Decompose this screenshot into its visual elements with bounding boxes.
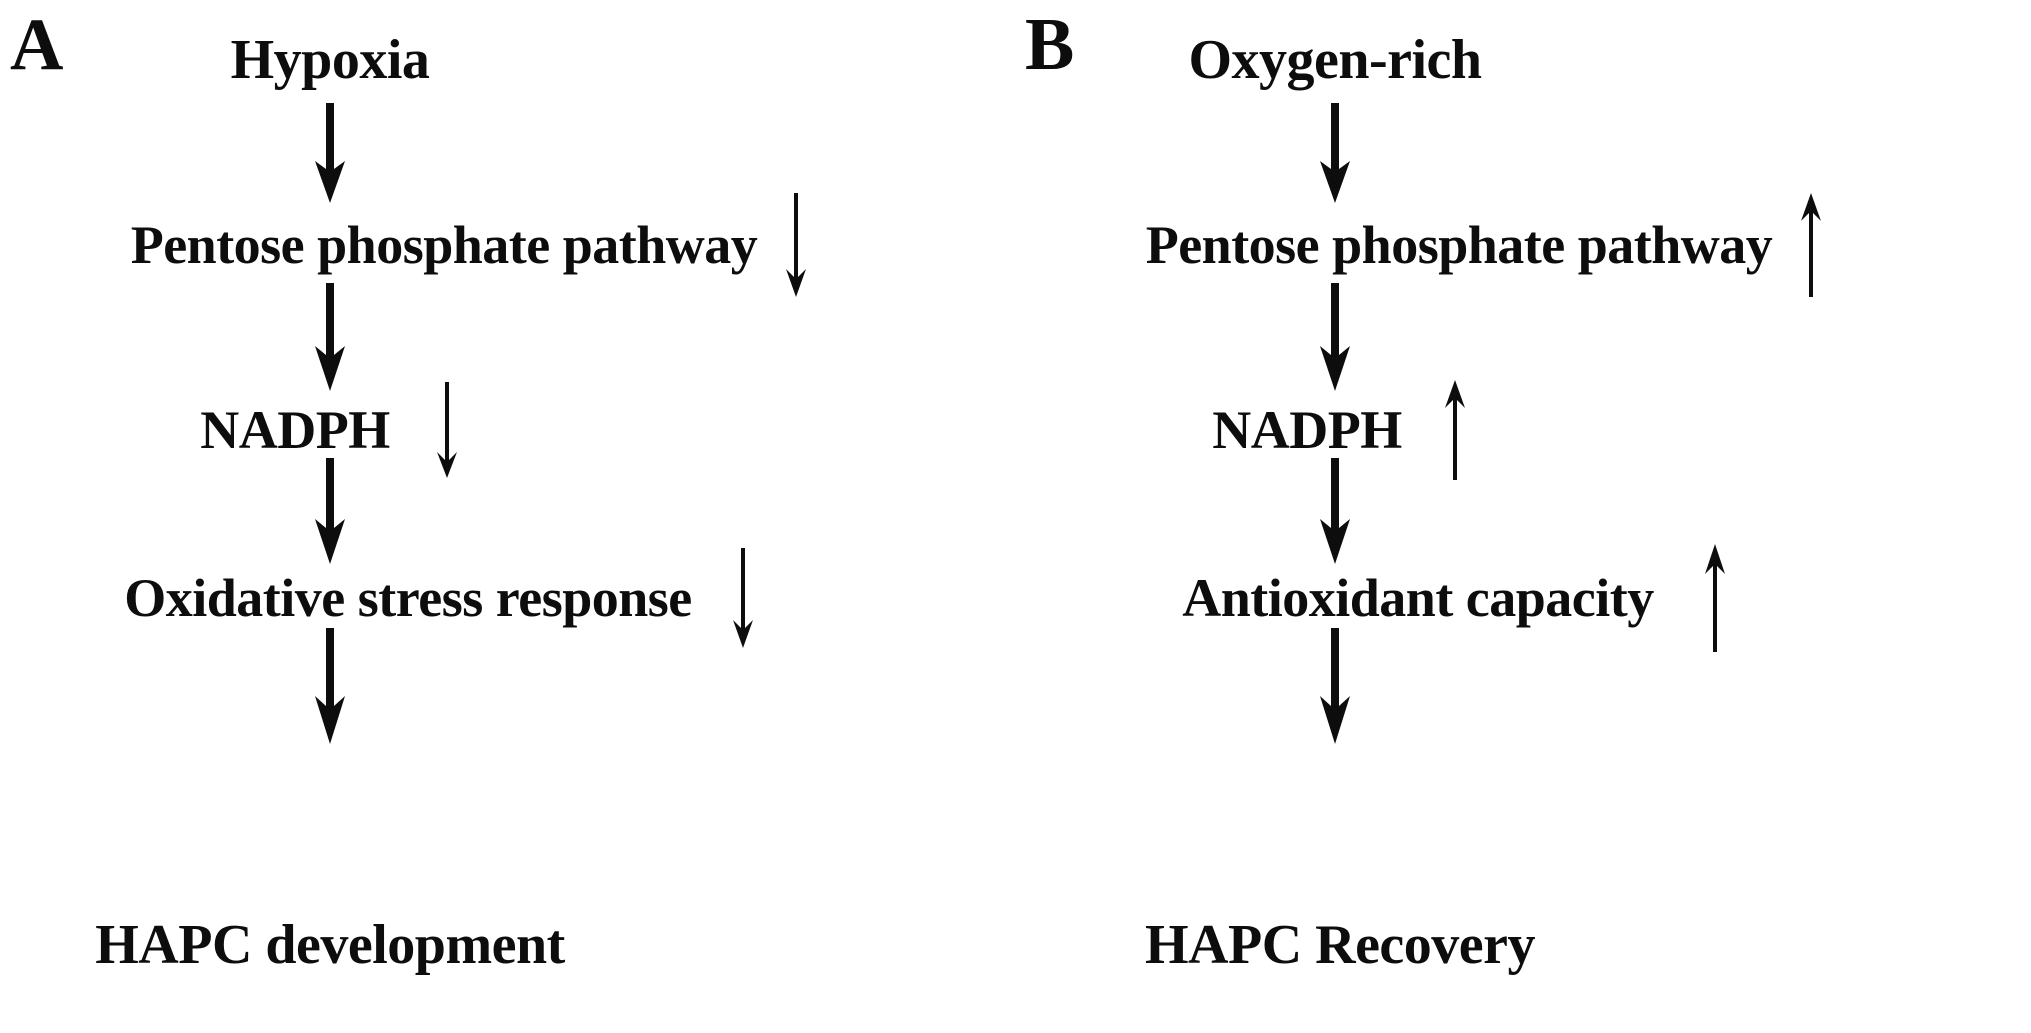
connector-b-2 [1305, 283, 1365, 391]
panel-a: A Hypoxia Pentose phosphate pathway [0, 4, 940, 990]
panel-a-label: A [10, 4, 64, 86]
connector-a-4 [300, 628, 360, 744]
connector-b-1 [1305, 103, 1365, 203]
node-a-1: Hypoxia [0, 20, 660, 100]
node-b-2: Pentose phosphate pathway [1015, 193, 1955, 297]
node-a-4: Oxidative stress response [0, 548, 880, 648]
node-b-5: HAPC Recovery [1015, 900, 1665, 990]
node-a-5: HAPC development [0, 900, 660, 990]
node-b-4: Antioxidant capacity [1015, 544, 1895, 652]
connector-b-3 [1305, 458, 1365, 564]
node-b-1: Oxygen-rich [1015, 20, 1655, 100]
node-a-1-label: Hypoxia [230, 29, 430, 91]
connector-b-4 [1305, 628, 1365, 744]
node-b-4-label: Antioxidant capacity [1182, 568, 1654, 628]
node-b-2-label: Pentose phosphate pathway [1145, 215, 1773, 275]
node-a-3-label: NADPH [200, 400, 390, 460]
panel-b: B Oxygen-rich Pentose phosphate pathway [1015, 0, 2031, 1033]
up-arrow-icon [1702, 544, 1728, 652]
node-b-3-label: NADPH [1212, 400, 1402, 460]
connector-a-2 [300, 283, 360, 391]
connector-a-3 [300, 458, 360, 564]
down-arrow-icon [730, 548, 756, 648]
node-a-5-label: HAPC development [95, 914, 565, 976]
node-b-1-label: Oxygen-rich [1188, 29, 1482, 91]
node-b-3: NADPH [1015, 380, 1665, 480]
panel-b-label: B [1025, 4, 1075, 86]
up-arrow-icon [1442, 380, 1468, 480]
node-a-4-label: Oxidative stress response [124, 568, 692, 628]
down-arrow-icon [434, 382, 460, 478]
up-arrow-icon [1798, 193, 1824, 297]
down-arrow-icon [783, 193, 809, 297]
connector-a-1 [300, 103, 360, 203]
node-a-2: Pentose phosphate pathway [0, 193, 940, 297]
node-a-3: NADPH [0, 382, 660, 478]
node-b-5-label: HAPC Recovery [1144, 914, 1536, 976]
node-a-2-label: Pentose phosphate pathway [130, 215, 758, 275]
